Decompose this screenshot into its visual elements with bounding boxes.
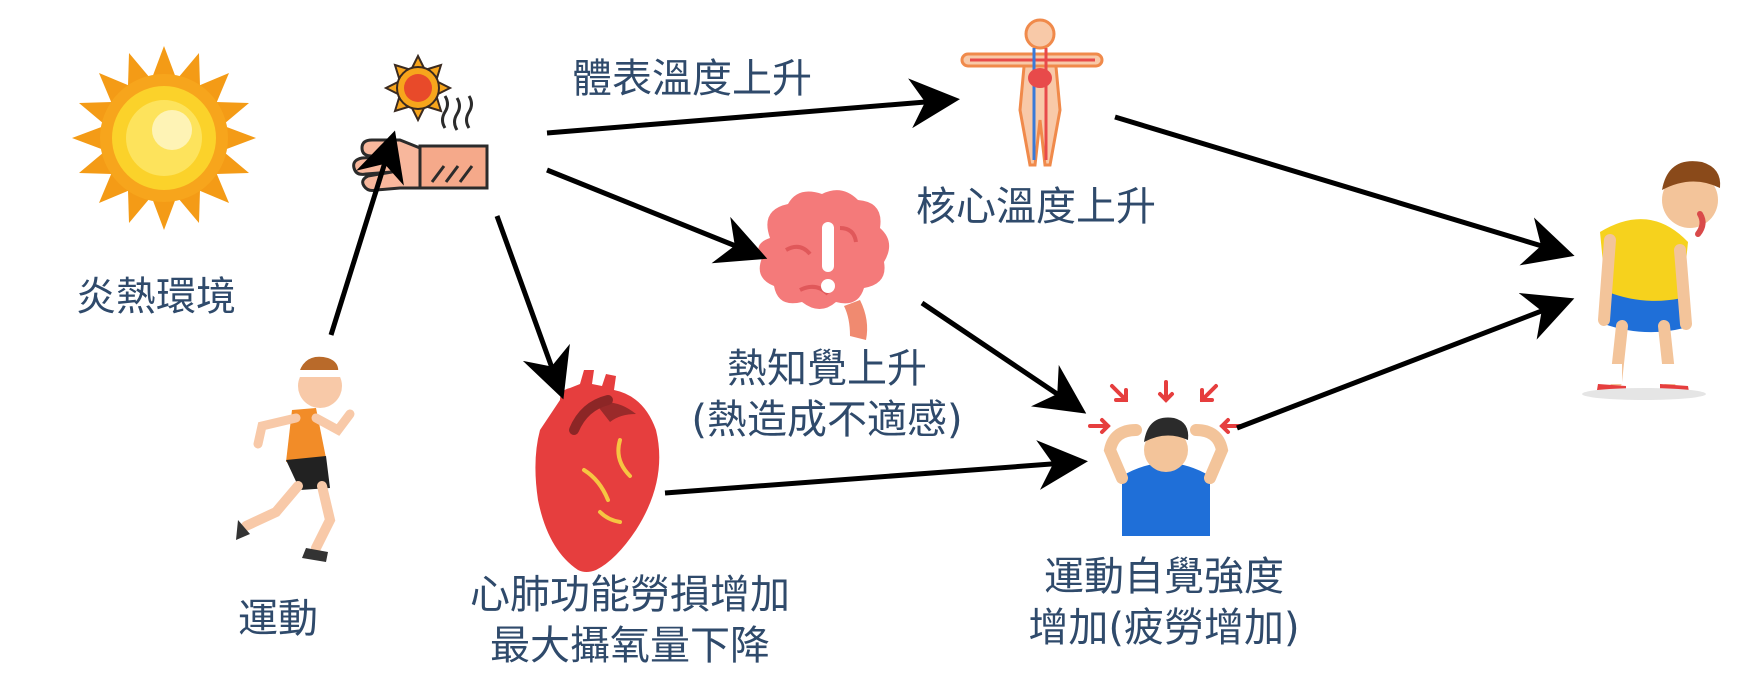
stressed-person-icon (1088, 380, 1242, 536)
skin-temp-rise-label: 體表溫度上升 (572, 56, 812, 102)
arrow-heart-to-rpe (664, 440, 1088, 496)
brain-alert-icon (758, 190, 890, 340)
exercise-label: 運動 (238, 596, 318, 642)
rpe-line1: 運動自覺強度 (1044, 554, 1284, 600)
sun-icon (72, 46, 256, 230)
arrows (328, 78, 1575, 496)
arrow-exercise-to-skin (328, 130, 404, 336)
cardio-load-line1: 心肺功能勞損增加 (470, 572, 790, 618)
cardio-load-line2: 最大攝氧量下降 (490, 623, 770, 670)
hot-skin-icon (352, 53, 489, 192)
arrow-skin-to-brain (546, 167, 768, 264)
exhausted-athlete-icon (1582, 161, 1721, 400)
heat-perception-label: 熱知覺上升 (熱造成不適感) (691, 344, 962, 446)
arrow-brain-to-rpe (920, 300, 1087, 414)
heat-perception-line1: 熱知覺上升 (727, 346, 927, 392)
runner-icon (236, 356, 355, 562)
heat-perception-line2: (熱造成不適感) (691, 397, 963, 444)
arrow-core-to-exhausted (1114, 114, 1575, 266)
rpe-line2: 增加(疲勞增加) (1028, 605, 1300, 652)
arrow-skin-to-core (546, 78, 960, 136)
arrow-rpe-to-exhausted (1236, 293, 1575, 431)
rpe-label: 運動自覺強度 增加(疲勞增加) (1028, 552, 1299, 654)
core-temp-rise-label: 核心溫度上升 (916, 184, 1156, 230)
cardio-load-label: 心肺功能勞損增加 最大攝氧量下降 (470, 570, 790, 672)
environment-label: 炎熱環境 (76, 274, 236, 320)
heart-icon (535, 370, 660, 572)
body-circulation-icon (960, 18, 1104, 167)
arrow-skin-to-heart (494, 215, 570, 400)
